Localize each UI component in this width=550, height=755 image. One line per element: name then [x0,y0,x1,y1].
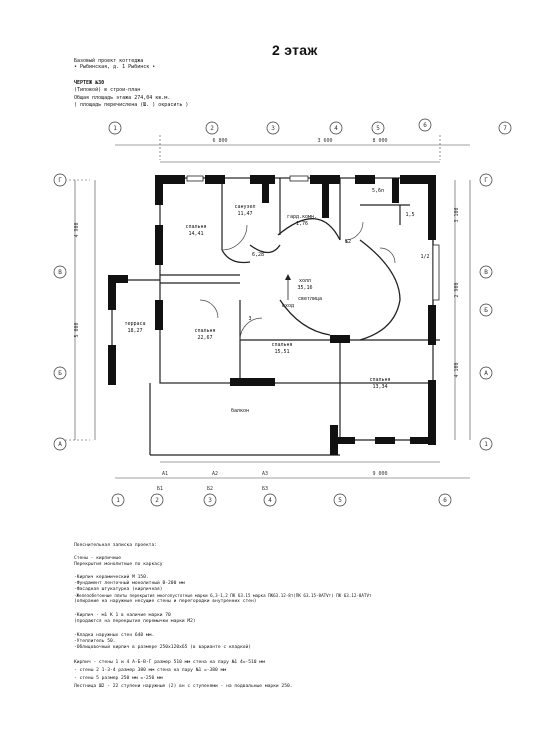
room-small-label: 5,6п [372,188,384,194]
notes-line-10: (опирание на наружные несущие стены и пе… [74,599,257,604]
axis-top-5: 5 [376,125,380,132]
axis-bottom-6: 6 [443,497,447,504]
notes-line-20: - стены 2 1-3-4 размер 380 мм стена на п… [74,668,227,673]
header-line-1: Базовый проект коттеджа [74,58,144,64]
axis-bottom-4: 4 [268,497,272,504]
notes-line-15: -Кладка наружных стен 640 мм. [74,633,155,638]
dim-right-3: 4 100 [454,362,460,377]
small-label-5: 3 [248,316,251,322]
axis-bottom-5: 5 [338,497,342,504]
axis-top-1: 1 [113,125,117,132]
notes-line-8: -Фасадная штукатурка (кирпичная) [74,587,163,592]
page-title: 2 этаж [272,42,318,58]
header-line-4: (Типовой) в строи-план [74,87,141,93]
small-label-2: №2 [345,239,351,245]
axis-top-3: 3 [271,125,275,132]
notes-line-3: Стены - кирпичные [74,556,122,561]
room-bedroom-4-area: 13,34 [372,384,387,390]
axis-bottom-1: 1 [116,497,120,504]
room-balcony-name: балкон [231,407,249,414]
room-bathroom-name: санузел [234,204,255,210]
axis-left-4: А [58,441,62,448]
axis-left-1: Г [58,177,62,184]
axis-bottom-3: 3 [208,497,212,504]
notes-line-16: -Утеплитель 50. [74,639,116,644]
axis-left-2: В [58,269,62,276]
room-light-label: светлица [298,296,322,302]
dim-bottom-5: Б2 [207,486,213,492]
room-corridor-label: 6,28 [252,252,264,258]
notes-line-6: -Кирпич керамический М 150. [74,575,149,580]
room-wardrobe-area: 1,76 [296,221,308,227]
room-bathroom-area: 11,47 [237,211,252,217]
header-line-2: • Рыбинская, д. 1 Рыбинск • [74,64,156,70]
dim-right-2: 2 900 [454,282,460,297]
notes-line-12: -Кирпич - м1 К 1 в наличие марки 70 [74,613,171,618]
header-line-5: Общая площадь этажа 274,04 кв.м. [74,95,171,101]
room-bedroom-3-name: спальня [271,342,292,348]
axis-top-6: 6 [423,122,427,129]
room-bedroom-2-area: 22,67 [197,335,212,341]
dim-top-2: 3 600 [317,138,332,144]
axis-right-4: А [484,370,488,377]
dim-bottom-4: Б1 [157,486,163,492]
axis-right-5: 1 [484,441,488,448]
notes-line-4: Перекрытия монолитные по каркасу [74,562,163,567]
dim-bottom-7: 9 000 [372,471,387,477]
axis-top-7: 7 [503,125,507,132]
dim-right-1: 3 100 [454,207,460,222]
axis-right-3: Б [484,307,488,314]
notes-line-1: Пояснительная записка проекта: [74,543,157,548]
dim-top-1: 6 800 [212,138,227,144]
room-bedroom-1-area: 14,41 [188,231,203,237]
room-terrace-area: 18,27 [127,328,142,334]
small-label-3: 1/2 [420,254,429,260]
axis-top-2: 2 [210,125,214,132]
drawing-code: ЧЕРТЕЖ №30 [74,80,105,86]
room-hall-area: 35,16 [297,285,312,291]
axis-bottom-2: 2 [155,497,159,504]
room-wardrobe-name: гард.комн. [287,214,317,220]
axis-left-3: Б [58,370,62,377]
notes-line-19: Кирпич - стены 1 и 4 А-Б-В-Г размер 510 … [74,660,265,665]
dim-left-1: 4 900 [74,222,80,237]
notes-line-9: -Железобетонные плиты перекрытия многопу… [74,593,372,598]
axis-right-2: В [484,269,488,276]
room-bedroom-2-name: спальня [194,328,215,334]
dim-bottom-3: А3 [262,471,268,477]
room-hall-name: холл [299,278,311,284]
notes-line-13: (продаются на перекрытия перемычки марки… [74,619,196,624]
small-label-4: вход [282,303,294,309]
dim-left-2: 5 000 [74,322,80,337]
room-bedroom-3-area: 15,51 [274,349,289,355]
notes-line-17: -Облицовочный кирпич в размере 250х120х6… [74,645,252,650]
notes-line-22: Лестница Ш2 - 22 ступени наружные (2) вн… [74,684,293,689]
room-bedroom-1-name: спальня [185,224,206,230]
axis-right-1: Г [484,177,488,184]
dim-bottom-1: А1 [162,471,168,477]
dim-top-3: 8 000 [372,138,387,144]
small-label-1: 1,5 [405,212,414,218]
dim-bottom-2: А2 [212,471,218,477]
notes-line-7: -Фундамент ленточный монолитный В-200 мм [74,581,185,586]
room-terrace-name: терраса [124,321,145,327]
notes-line-21: - стены 5 размер 250 мм =-250 мм [74,676,163,681]
header-line-6: ( площадь перечислена (Ш. ) окрасить ) [74,102,189,108]
room-bedroom-4-name: спальня [369,377,390,383]
axis-top-4: 4 [334,125,338,132]
dim-bottom-6: Б3 [262,486,268,492]
